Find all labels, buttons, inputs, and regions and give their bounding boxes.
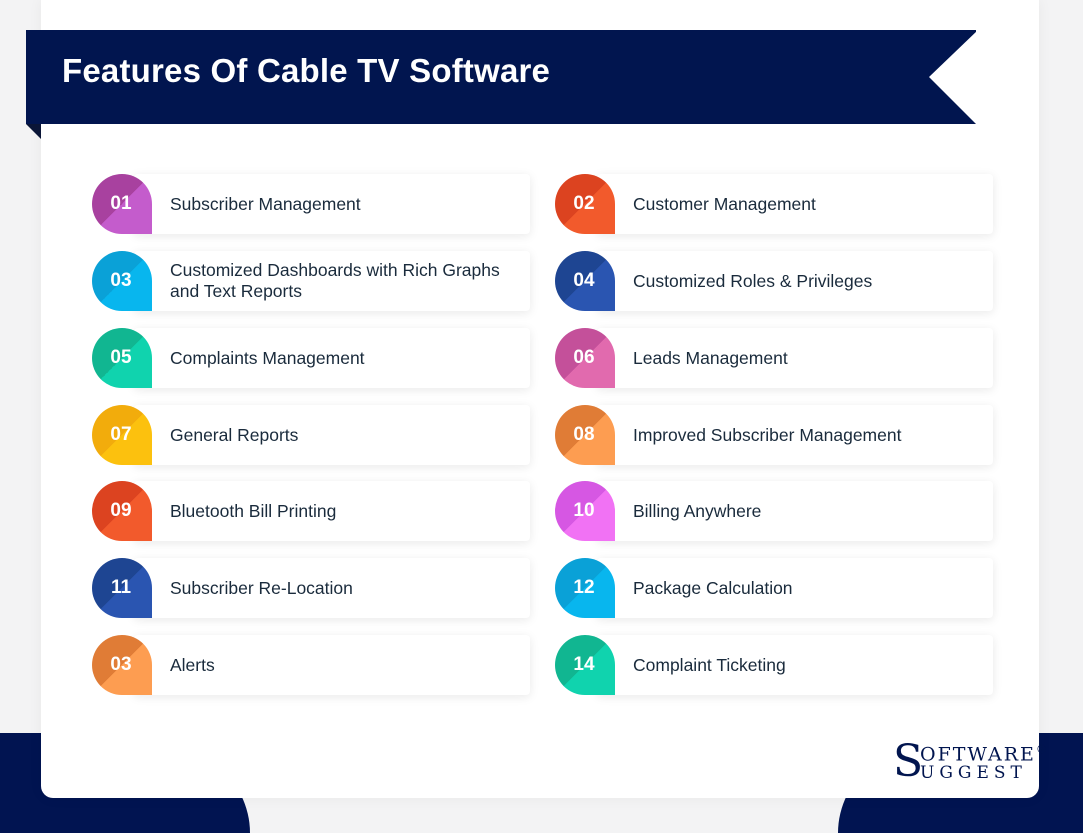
number-badge: 11 <box>92 558 152 618</box>
number-badge: 14 <box>555 635 615 695</box>
feature-item: 03 Alerts <box>92 635 530 695</box>
feature-item: 11 Subscriber Re-Location <box>92 558 530 618</box>
number-badge: 06 <box>555 328 615 388</box>
feature-item: 04 Customized Roles & Privileges <box>555 251 993 311</box>
number-badge: 03 <box>92 635 152 695</box>
number-badge: 10 <box>555 481 615 541</box>
feature-label: Complaints Management <box>170 347 365 368</box>
feature-card <box>134 174 530 234</box>
feature-card <box>597 251 993 311</box>
feature-item: 14 Complaint Ticketing <box>555 635 993 695</box>
feature-label: General Reports <box>170 424 299 445</box>
registered-mark: ® <box>1035 742 1048 756</box>
feature-item: 02 Customer Management <box>555 174 993 234</box>
number-badge: 02 <box>555 174 615 234</box>
feature-label: Subscriber Management <box>170 193 361 214</box>
feature-item: 10 Billing Anywhere <box>555 481 993 541</box>
number-badge: 07 <box>92 405 152 465</box>
feature-label: Customer Management <box>633 193 816 214</box>
banner-fold <box>26 124 41 139</box>
number-badge: 03 <box>92 251 152 311</box>
feature-card <box>134 558 530 618</box>
feature-card <box>134 481 530 541</box>
number-badge: 12 <box>555 558 615 618</box>
feature-item: 01 Subscriber Management <box>92 174 530 234</box>
feature-label: Package Calculation <box>633 577 793 598</box>
feature-card <box>597 481 993 541</box>
feature-card <box>134 328 530 388</box>
page-title: Features Of Cable TV Software <box>62 52 551 89</box>
feature-card <box>597 558 993 618</box>
feature-label: Billing Anywhere <box>633 500 762 521</box>
feature-item: 08 Improved Subscriber Management <box>555 405 993 465</box>
number-badge: 08 <box>555 405 615 465</box>
title-banner <box>26 30 976 124</box>
feature-card <box>134 635 530 695</box>
number-badge: 01 <box>92 174 152 234</box>
feature-card <box>597 174 993 234</box>
feature-item: 07 General Reports <box>92 405 530 465</box>
feature-label: Customized Dashboards with Rich Graphs a… <box>170 260 500 301</box>
logo-initial: S <box>893 736 924 787</box>
feature-card <box>597 328 993 388</box>
feature-card <box>597 635 993 695</box>
number-badge: 04 <box>555 251 615 311</box>
feature-item: 03 Customized Dashboards with Rich Graph… <box>92 251 530 311</box>
feature-card <box>597 405 993 465</box>
feature-card <box>134 405 530 465</box>
feature-item: 06 Leads Management <box>555 328 993 388</box>
feature-label: Complaint Ticketing <box>633 654 786 675</box>
number-badge: 09 <box>92 481 152 541</box>
feature-item: 05 Complaints Management <box>92 328 530 388</box>
feature-item: 09 Bluetooth Bill Printing <box>92 481 530 541</box>
feature-label: Bluetooth Bill Printing <box>170 500 337 521</box>
feature-label: Leads Management <box>633 347 788 368</box>
logo-line-1: OFTWARE® <box>920 742 1048 765</box>
number-badge: 05 <box>92 328 152 388</box>
feature-label: Customized Roles & Privileges <box>633 270 873 291</box>
logo-text-oftware: OFTWARE <box>920 743 1036 766</box>
feature-label: Alerts <box>170 654 215 675</box>
feature-label: Subscriber Re-Location <box>170 577 353 598</box>
feature-card <box>134 251 530 311</box>
feature-label: Improved Subscriber Management <box>633 424 902 445</box>
feature-item: 12 Package Calculation <box>555 558 993 618</box>
logo-line-2: UGGEST <box>920 763 1027 783</box>
